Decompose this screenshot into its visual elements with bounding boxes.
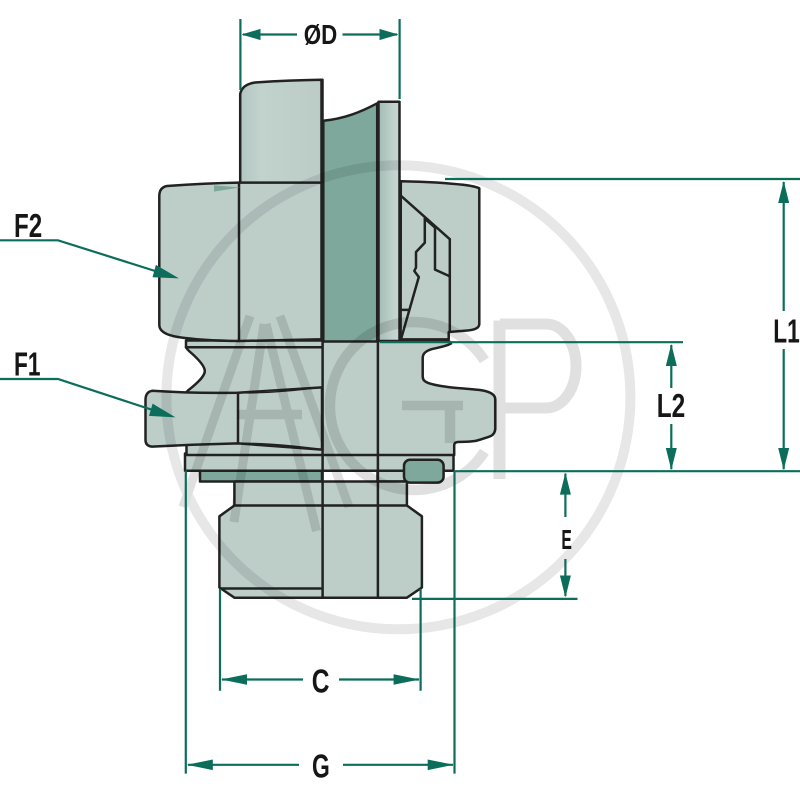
svg-text:C: C xyxy=(312,662,330,699)
svg-text:F2: F2 xyxy=(14,207,42,244)
svg-text:L2: L2 xyxy=(657,387,686,424)
svg-text:F1: F1 xyxy=(14,345,41,382)
svg-text:E: E xyxy=(561,524,572,555)
svg-text:G: G xyxy=(312,748,330,785)
svg-text:ØD: ØD xyxy=(304,19,338,50)
svg-text:L1: L1 xyxy=(773,313,800,350)
